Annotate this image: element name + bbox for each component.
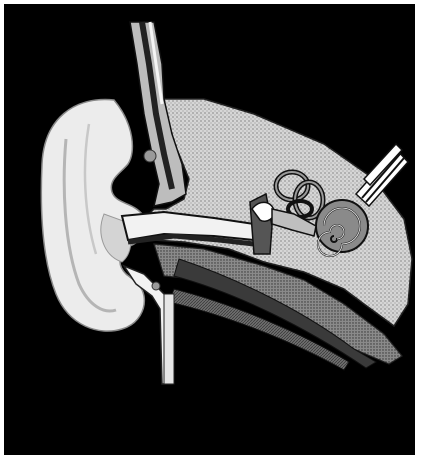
gland-marker-lower bbox=[152, 282, 160, 290]
ear-anatomy-illustration bbox=[4, 4, 415, 455]
gland-marker bbox=[144, 150, 156, 162]
figure-panel bbox=[4, 4, 415, 455]
neck-strip bbox=[164, 294, 174, 384]
